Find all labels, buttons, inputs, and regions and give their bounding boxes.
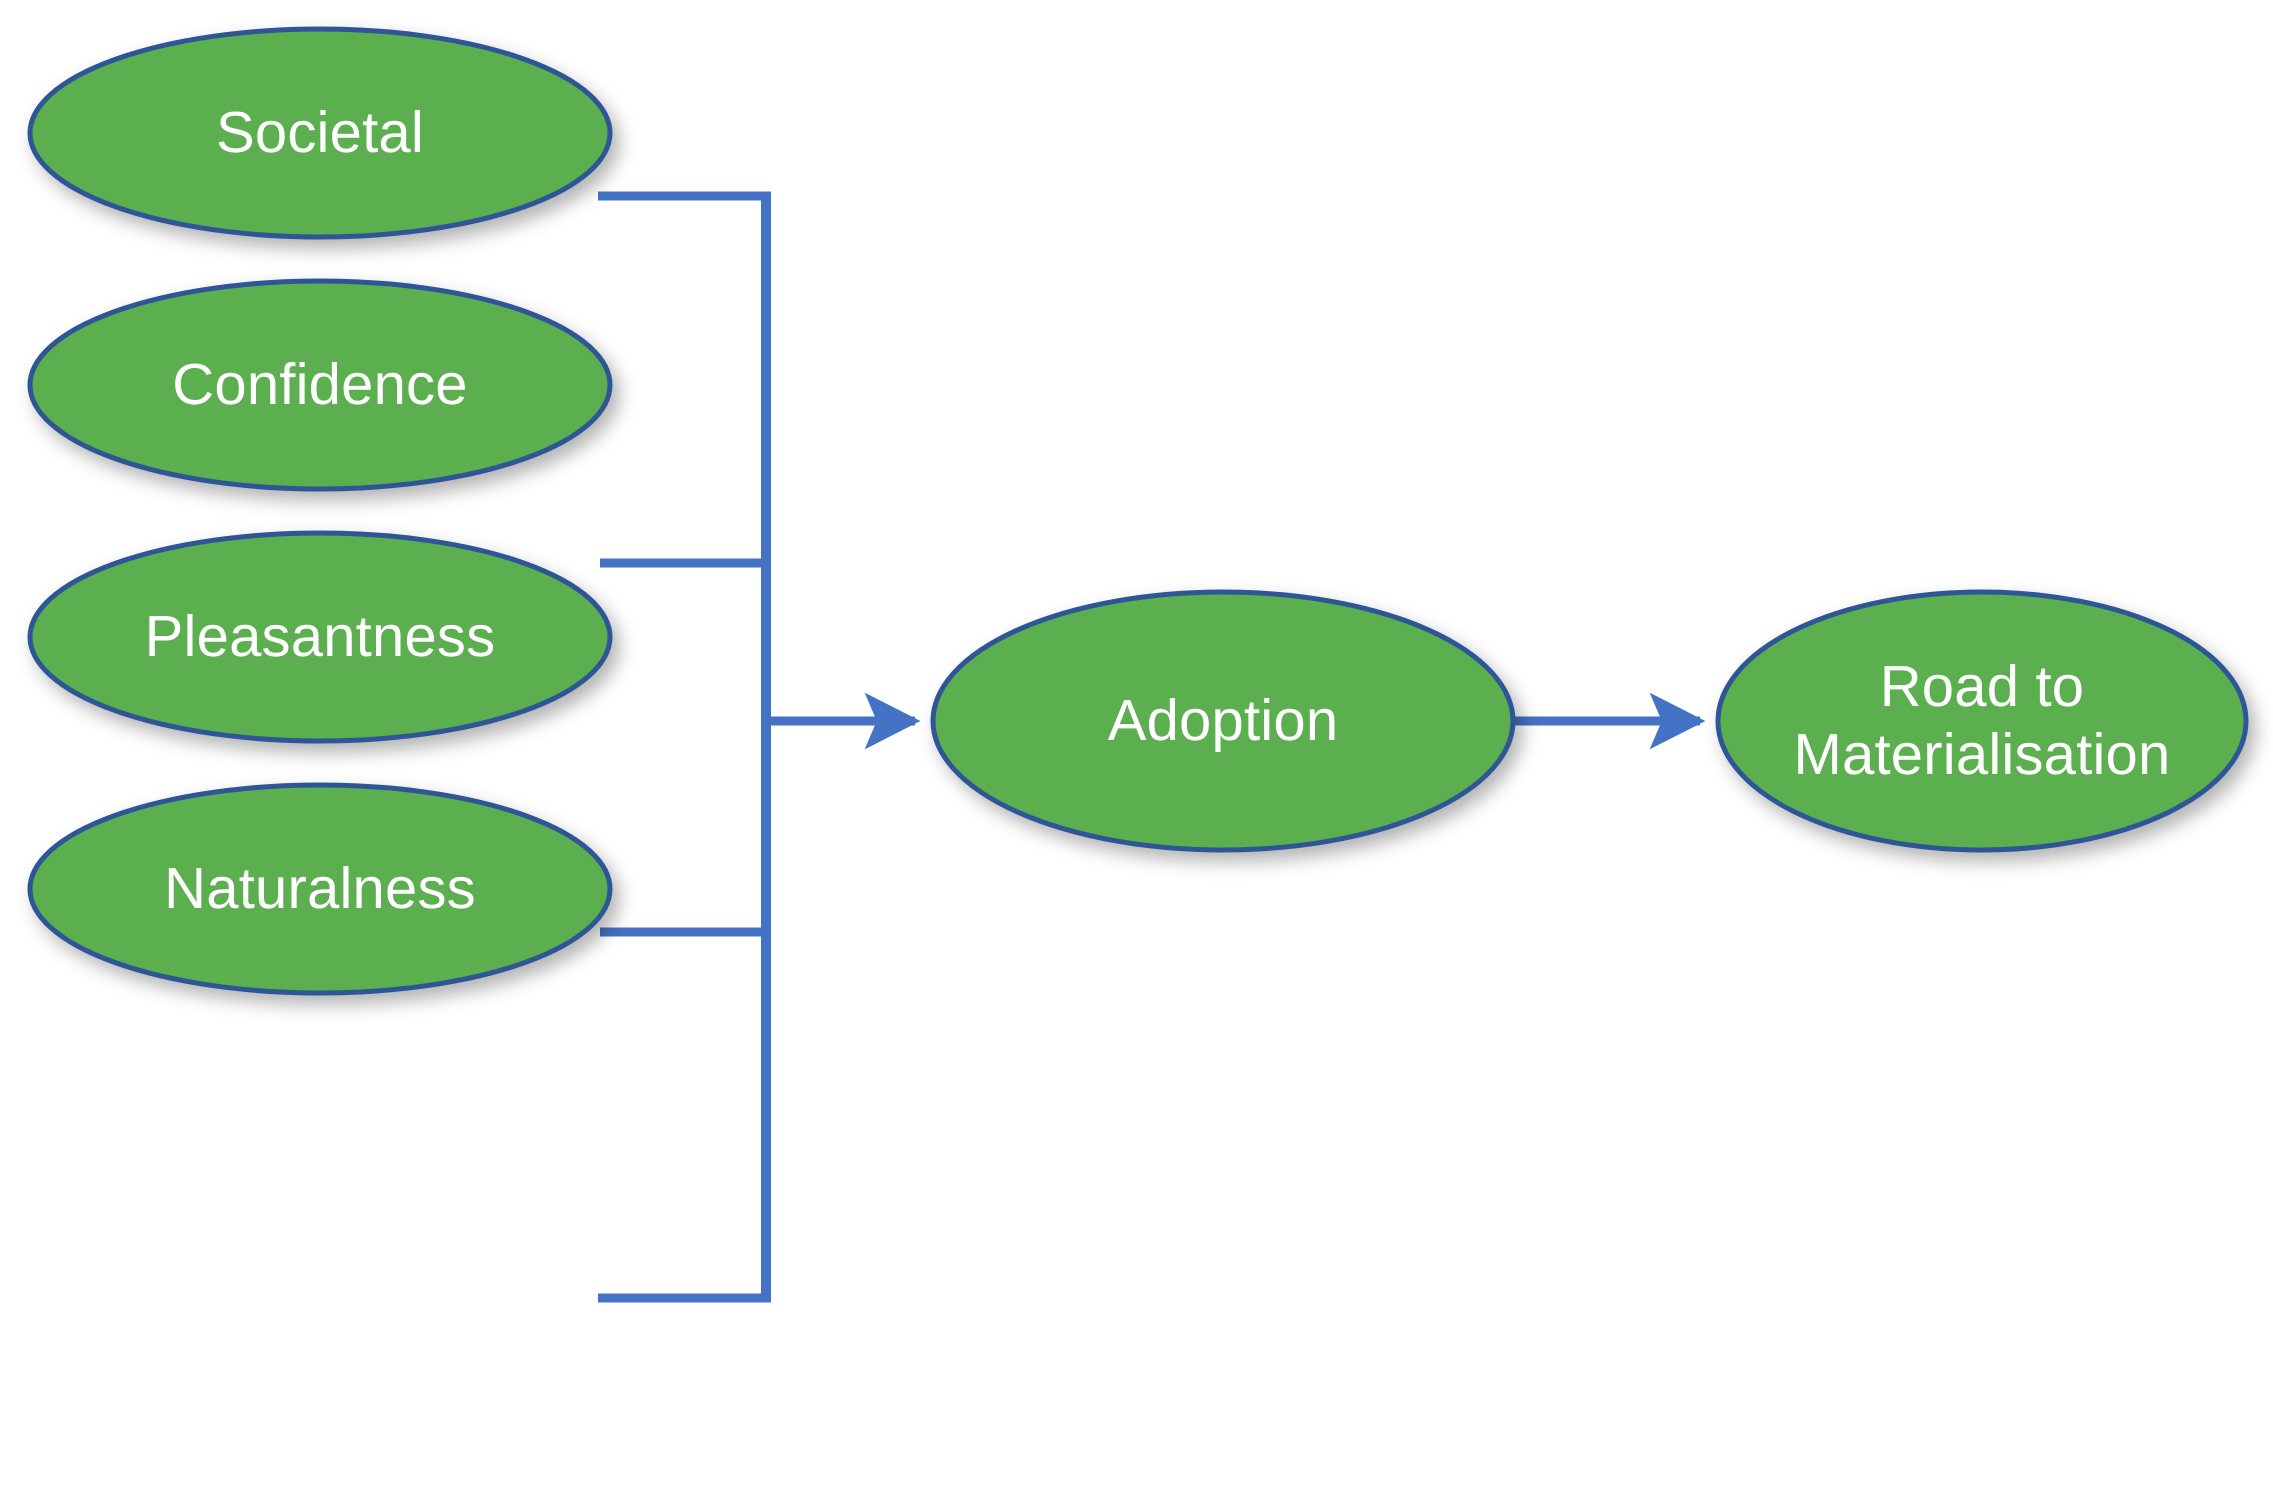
node-ellipse-pleasantness[interactable]	[27, 530, 613, 744]
node-ellipse-naturalness[interactable]	[27, 782, 613, 996]
node-ellipse-adoption[interactable]	[930, 589, 1516, 853]
node-ellipse-societal[interactable]	[27, 26, 613, 240]
node-group	[27, 26, 2249, 996]
node-road-to-materialisation[interactable]	[1718, 592, 2246, 850]
node-confidence[interactable]	[30, 281, 610, 489]
node-adoption[interactable]	[933, 592, 1513, 850]
node-ellipse-road-to-materialisation[interactable]	[1715, 589, 2249, 853]
node-ellipse-confidence[interactable]	[27, 278, 613, 492]
node-naturalness[interactable]	[30, 785, 610, 993]
node-societal[interactable]	[30, 29, 610, 237]
node-pleasantness[interactable]	[30, 533, 610, 741]
connector-group	[598, 191, 1706, 1303]
